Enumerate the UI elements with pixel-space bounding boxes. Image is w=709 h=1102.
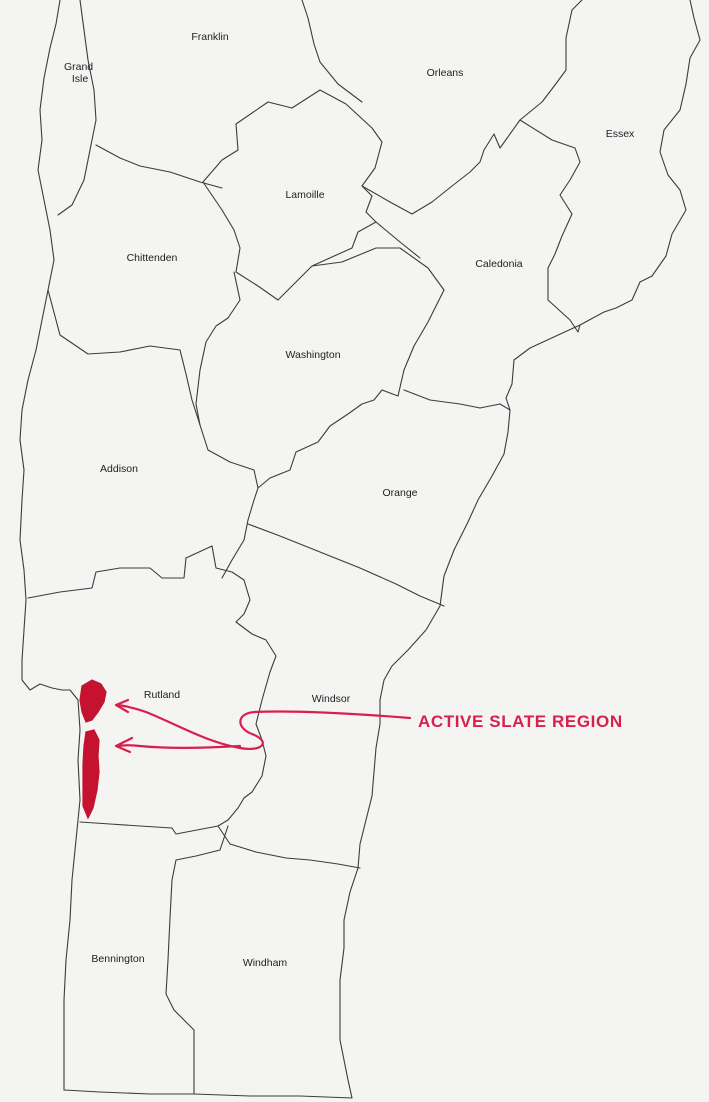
county-label-orange: Orange [382, 487, 417, 499]
county-label-orleans: Orleans [427, 67, 464, 79]
county-label-washington: Washington [285, 349, 340, 361]
slate-patch-north [79, 679, 107, 723]
arrowhead-south [114, 736, 134, 754]
county-label-chittenden: Chittenden [127, 252, 178, 264]
grand-isle-boundary [57, 0, 97, 216]
active-slate-region [79, 679, 107, 820]
arrow-to-south-patch [116, 744, 242, 749]
county-label-grand-isle: Grand Isle [64, 61, 96, 85]
county-label-essex: Essex [606, 128, 635, 140]
county-label-caledonia: Caledonia [475, 258, 522, 270]
county-label-windsor: Windsor [312, 693, 351, 705]
county-label-bennington: Bennington [91, 953, 144, 965]
lamoille-boundary [202, 89, 383, 301]
county-label-addison: Addison [100, 463, 138, 475]
annotation-label: ACTIVE SLATE REGION [418, 712, 623, 731]
annotation-arrows [114, 698, 412, 754]
county-label-rutland: Rutland [144, 689, 180, 701]
south-boundary [63, 1089, 353, 1099]
county-label-lamoille: Lamoille [285, 189, 324, 201]
county-borders [19, 0, 701, 1099]
county-label-franklin: Franklin [191, 31, 229, 43]
county-labels: Grand Isle Franklin Orleans Essex Lamoil… [64, 31, 635, 969]
county-label-windham: Windham [243, 957, 288, 969]
arrowhead-north [114, 698, 130, 714]
west-boundary [19, 0, 81, 1091]
slate-patch-south [82, 729, 100, 820]
east-boundary [339, 0, 701, 1099]
arrow-to-north-patch [116, 703, 412, 750]
